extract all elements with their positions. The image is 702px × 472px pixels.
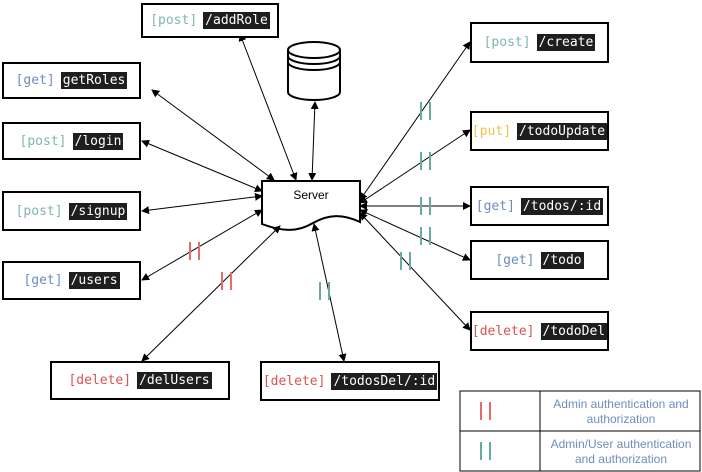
endpoint-todo: [get] /todo (470, 240, 609, 280)
admin-user-marker-todosId (420, 197, 431, 215)
connector-create (359, 41, 471, 201)
admin-auth-marker-users (189, 242, 200, 260)
legend-admin-user-marker (480, 442, 491, 460)
admin-user-marker-todoUpdate (420, 152, 431, 170)
legend-admin-text: Admin authentication and authorization (553, 397, 689, 426)
endpoint-create: [post] /create (470, 22, 609, 63)
admin-auth-markers (189, 242, 232, 290)
method-label: [delete] (262, 373, 326, 389)
path-label: /todoDel (540, 322, 608, 340)
database-icon (287, 41, 341, 101)
legend-admin-marker (480, 402, 491, 420)
path-label: /users (68, 272, 120, 289)
endpoint-login: [post] /login (2, 122, 141, 160)
connector-delUsers (141, 225, 281, 362)
endpoint-todoUpdate: [put] /todoUpdate (470, 111, 609, 151)
endpoint-addRole: [post] /addRole (141, 3, 279, 38)
legend (459, 390, 701, 472)
method-label: [get] (475, 198, 515, 214)
path-label: /todosDel/:id (331, 372, 438, 390)
connector-database (308, 101, 319, 181)
path-label: /todos/:id (520, 197, 604, 215)
connector-todoUpdate (359, 129, 471, 204)
admin-auth-marker-delUsers (221, 272, 232, 290)
connector-todo (359, 209, 471, 261)
admin-user-marker-todoDel (400, 252, 411, 270)
endpoint-todosId: [get] /todos/:id (470, 186, 609, 226)
endpoint-getRoles: [get] getRoles (2, 62, 141, 99)
path-label: /login (72, 132, 124, 150)
path-label: /create (536, 34, 596, 51)
method-label: [post] (150, 13, 198, 28)
path-label: /delUsers (137, 372, 212, 389)
method-label: [get] (23, 273, 63, 288)
admin-user-marker-todo (420, 227, 431, 245)
method-label: [post] (19, 133, 67, 149)
method-label: [put] (471, 123, 512, 139)
path-label: getRoles (60, 72, 128, 89)
connector-signup (141, 192, 263, 215)
method-label: [delete] (471, 323, 535, 339)
path-label: /todoUpdate (517, 122, 608, 140)
method-label: [post] (483, 35, 531, 50)
endpoint-todoDel: [delete] /todoDel (470, 311, 609, 351)
server-label: Server (293, 188, 329, 202)
method-label: [get] (495, 252, 535, 268)
endpoint-users: [get] /users (2, 261, 141, 300)
endpoint-signup: [post] /signup (2, 191, 141, 231)
admin-user-auth-markers (319, 102, 431, 300)
legend-admin-user-text: Admin/User authentication and authorizat… (550, 437, 692, 466)
connector-todoDel (359, 212, 471, 331)
path-label: /signup (68, 202, 128, 220)
method-label: [get] (15, 73, 55, 88)
path-label: /todo (540, 251, 584, 269)
admin-user-marker-todosDelId (319, 282, 330, 300)
connector-getRoles (151, 89, 275, 181)
method-label: [delete] (68, 373, 132, 388)
method-label: [post] (15, 203, 63, 219)
path-label: /addRole (203, 12, 270, 29)
endpoint-delUsers: [delete] /delUsers (50, 361, 230, 400)
endpoint-todosDelId: [delete] /todosDel/:id (260, 361, 440, 401)
connector-login (141, 140, 263, 192)
admin-user-marker-create (420, 102, 431, 120)
connector-users (141, 209, 263, 281)
